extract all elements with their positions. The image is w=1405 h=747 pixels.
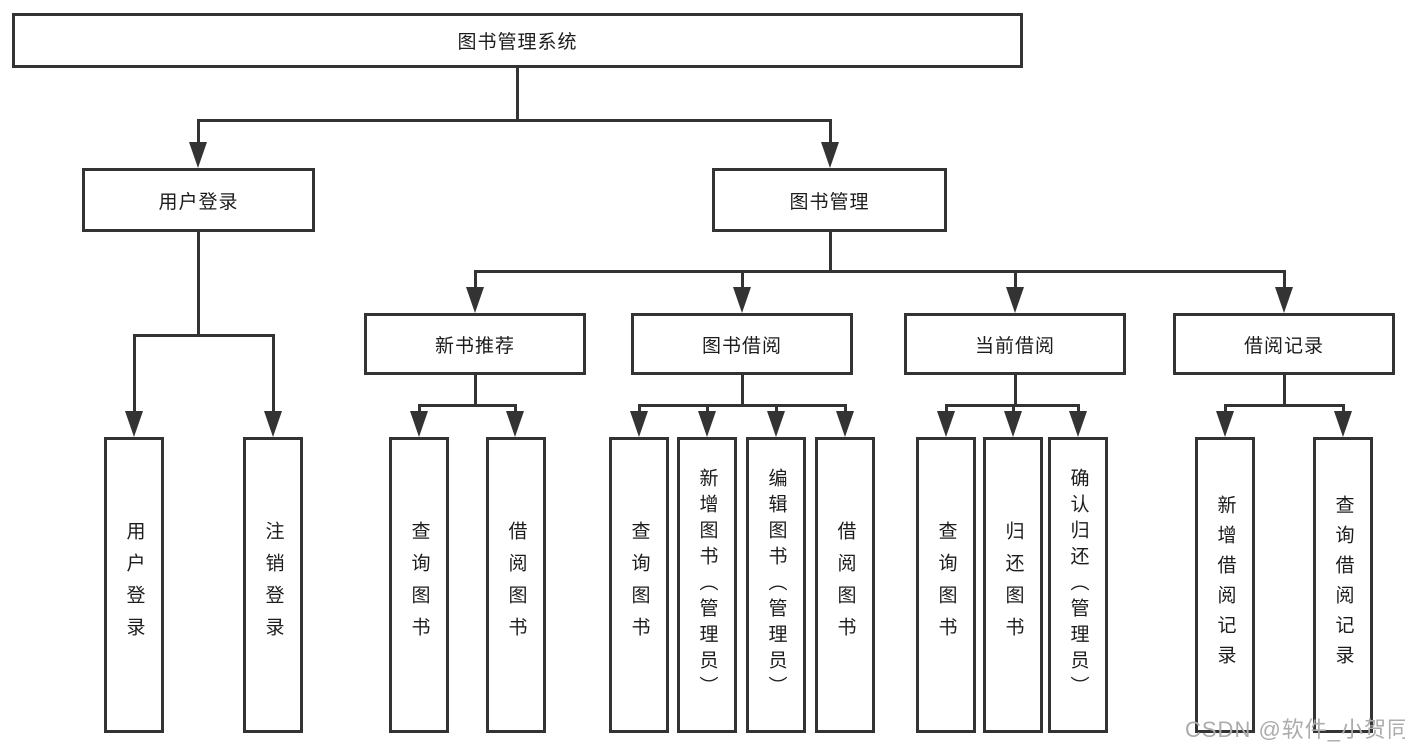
leaf-cb-query-books-label: 查询图书	[935, 521, 957, 649]
arrow-to-bb-borrow-books	[836, 411, 854, 437]
connector-current-stub-1	[945, 404, 948, 414]
node-book-management: 图书管理	[712, 168, 947, 232]
connector-userlogin-hline	[133, 334, 275, 337]
leaf-bb-add-book-admin: 新增图书（管理员）	[677, 437, 737, 733]
connector-borrowing-stub-4	[844, 404, 847, 414]
connector-records-hline	[1224, 404, 1345, 407]
node-new-book-recommendation: 新书推荐	[364, 313, 586, 375]
connector-userlogin-right-stub	[272, 334, 275, 413]
connector-bookmgmt-stub-2	[741, 270, 744, 289]
node-library-system: 图书管理系统	[12, 13, 1023, 68]
leaf-cb-return-books-label: 归还图书	[1002, 521, 1024, 649]
arrow-to-cb-query-books	[937, 411, 955, 437]
leaf-user-login: 用户登录	[104, 437, 164, 733]
leaf-bb-edit-book-admin-label: 编辑图书（管理员）	[765, 468, 787, 702]
arrow-to-cb-confirm-return	[1069, 411, 1087, 437]
arrow-to-nb-borrow-books	[506, 411, 524, 437]
leaf-logout: 注销登录	[243, 437, 303, 733]
leaf-bb-query-books-label: 查询图书	[628, 521, 650, 649]
leaf-cb-return-books: 归还图书	[983, 437, 1043, 733]
node-book-management-label: 图书管理	[789, 191, 870, 213]
leaf-bb-borrow-books-label: 借阅图书	[834, 521, 856, 649]
connector-root-vline	[516, 68, 519, 121]
leaf-br-query-record: 查询借阅记录	[1313, 437, 1373, 733]
connector-root-hline	[197, 119, 832, 122]
node-current-borrowing: 当前借阅	[904, 313, 1126, 375]
arrow-to-leaf-logout	[264, 411, 282, 437]
connector-newbook-vline	[474, 375, 477, 407]
arrow-to-current-borrowing	[1006, 287, 1024, 313]
connector-newbook-stub-2	[514, 404, 517, 414]
leaf-bb-edit-book-admin: 编辑图书（管理员）	[746, 437, 806, 733]
connector-records-stub-1	[1224, 404, 1227, 414]
leaf-nb-query-books: 查询图书	[389, 437, 449, 733]
arrow-to-book-borrowing	[733, 287, 751, 313]
csdn-watermark: CSDN @软件_小贺同学	[1185, 717, 1405, 742]
leaf-cb-query-books: 查询图书	[916, 437, 976, 733]
connector-records-vline	[1283, 375, 1286, 407]
connector-bookmgmt-vline	[829, 232, 832, 273]
connector-borrowing-stub-2	[706, 404, 709, 414]
leaf-nb-borrow-books-label: 借阅图书	[505, 521, 527, 649]
leaf-br-add-record-label: 新增借阅记录	[1214, 495, 1236, 675]
connector-current-stub-2	[1012, 404, 1015, 414]
arrow-to-nb-query-books	[410, 411, 428, 437]
connector-bookmgmt-stub-1	[474, 270, 477, 289]
leaf-cb-confirm-return-admin-label: 确认归还（管理员）	[1067, 468, 1089, 702]
arrow-to-leaf-user-login	[125, 411, 143, 437]
node-new-book-label: 新书推荐	[434, 335, 515, 357]
node-library-system-label: 图书管理系统	[457, 32, 578, 53]
leaf-bb-add-book-admin-label: 新增图书（管理员）	[696, 468, 718, 702]
leaf-br-query-record-label: 查询借阅记录	[1332, 495, 1354, 675]
connector-borrowing-stub-3	[775, 404, 778, 414]
connector-newbook-stub-1	[418, 404, 421, 414]
arrow-to-user-login	[189, 142, 207, 168]
leaf-nb-query-books-label: 查询图书	[408, 521, 430, 649]
node-borrowing-records: 借阅记录	[1173, 313, 1395, 375]
connector-borrowing-hline	[638, 404, 847, 407]
node-user-login: 用户登录	[82, 168, 315, 232]
arrow-to-borrowing-records	[1275, 287, 1293, 313]
connector-records-stub-2	[1342, 404, 1345, 414]
arrow-to-cb-return-books	[1004, 411, 1022, 437]
connector-root-left-stub	[197, 119, 200, 145]
node-book-borrowing-label: 图书借阅	[701, 335, 782, 357]
leaf-bb-query-books: 查询图书	[609, 437, 669, 733]
connector-root-right-stub	[829, 119, 832, 145]
arrow-to-br-add-record	[1216, 411, 1234, 437]
connector-userlogin-left-stub	[133, 334, 136, 413]
leaf-br-add-record: 新增借阅记录	[1195, 437, 1255, 733]
connector-userlogin-vline	[197, 232, 200, 337]
connector-borrowing-vline	[741, 375, 744, 407]
leaf-nb-borrow-books: 借阅图书	[486, 437, 546, 733]
leaf-user-login-label: 用户登录	[123, 521, 145, 649]
arrow-to-bb-edit-book	[767, 411, 785, 437]
connector-bookmgmt-stub-3	[1014, 270, 1017, 289]
arrow-to-bb-add-book	[698, 411, 716, 437]
connector-newbook-hline	[418, 404, 517, 407]
connector-borrowing-stub-1	[638, 404, 641, 414]
connector-bookmgmt-hline	[474, 270, 1286, 273]
node-current-borrowing-label: 当前借阅	[974, 335, 1055, 357]
node-book-borrowing: 图书借阅	[631, 313, 853, 375]
arrow-to-new-book	[466, 287, 484, 313]
connector-bookmgmt-stub-4	[1283, 270, 1286, 289]
arrow-to-br-query-record	[1334, 411, 1352, 437]
leaf-logout-label: 注销登录	[262, 521, 284, 649]
connector-current-vline	[1014, 375, 1017, 407]
arrow-to-bb-query-books	[630, 411, 648, 437]
node-user-login-label: 用户登录	[158, 191, 239, 213]
leaf-bb-borrow-books: 借阅图书	[815, 437, 875, 733]
connector-current-stub-3	[1077, 404, 1080, 414]
arrow-to-book-management	[821, 142, 839, 168]
leaf-cb-confirm-return-admin: 确认归还（管理员）	[1048, 437, 1108, 733]
node-borrowing-records-label: 借阅记录	[1243, 335, 1324, 357]
